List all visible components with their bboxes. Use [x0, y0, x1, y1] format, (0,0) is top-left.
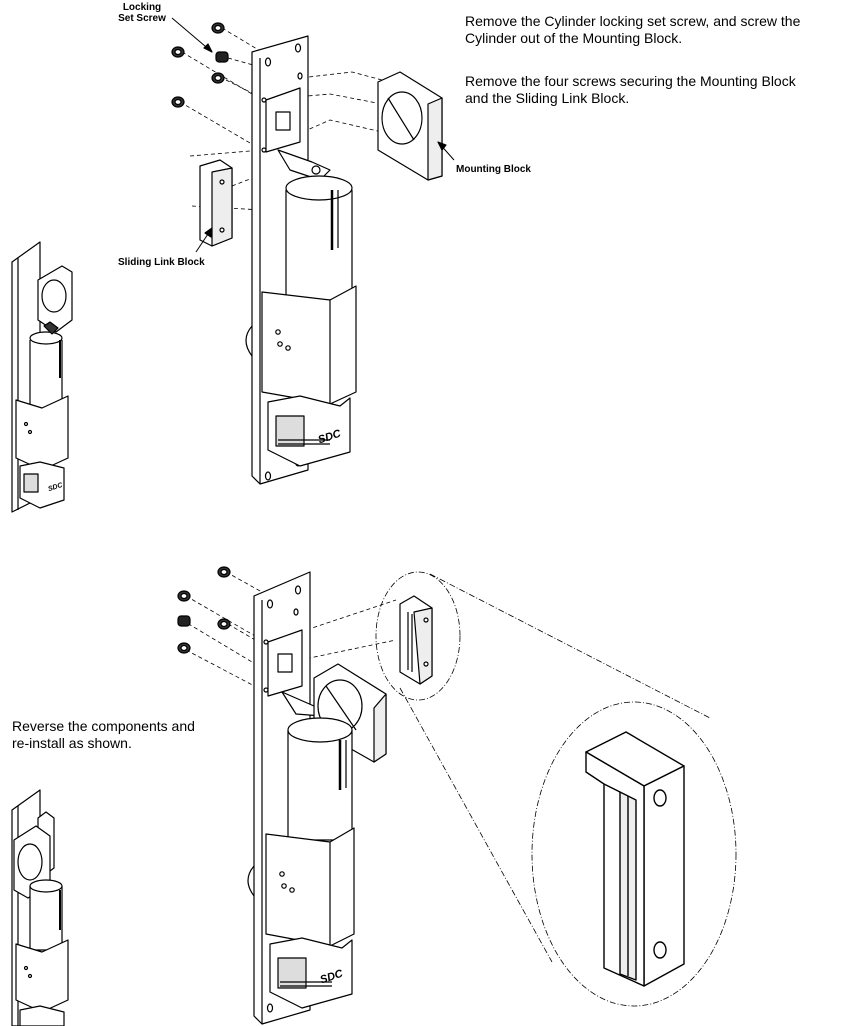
screw-icon [217, 566, 231, 578]
detail-callout-circle [375, 571, 461, 701]
bottom-screws [177, 566, 231, 654]
screw-icon [211, 22, 225, 34]
instruction-step-2-line-1: Remove the four screws securing the Moun… [465, 73, 796, 89]
sliding-link-block-small [399, 595, 433, 685]
label-locking-set-screw: Locking Set Screw [118, 2, 166, 24]
cylinder-base-block [261, 285, 357, 405]
label-mounting-block: Mounting Block [456, 164, 531, 175]
sliding-link-block-enlarged [585, 731, 685, 987]
top-screws [171, 22, 229, 108]
link-bracket [267, 629, 323, 717]
plate-mount-lug [247, 865, 255, 897]
detail-enlargement-circle [531, 701, 737, 1007]
instruction-step-1-line-2: Cylinder out of the Mounting Block. [465, 30, 683, 46]
instruction-step-2-line-2: and the Sliding Link Block. [465, 90, 630, 106]
cylinder-base-block [265, 827, 355, 947]
locking-set-screw-icon [177, 615, 191, 627]
screw-icon [217, 618, 231, 630]
screw-icon [171, 96, 185, 108]
label-sliding-link-block: Sliding Link Block [118, 257, 205, 268]
lower-housing [267, 395, 351, 467]
callout-leaders [171, 17, 455, 253]
instruction-step-3-line-1: Reverse the components and [12, 718, 195, 734]
screw-icon [211, 72, 225, 84]
sliding-link-block [199, 159, 233, 247]
mounting-block [377, 71, 443, 181]
bottom-assembly [177, 566, 737, 1025]
top-left-thumbnail [11, 241, 73, 513]
screw-icon [171, 46, 185, 58]
bottom-left-thumbnail [11, 789, 69, 1026]
bottom-alignment-lines [181, 571, 397, 691]
screw-icon [177, 590, 191, 602]
cylinder [285, 175, 353, 301]
link-bracket [265, 87, 331, 181]
screw-icon [177, 642, 191, 654]
detail-leader-lines [399, 573, 711, 963]
instruction-step-3-line-2: re-install as shown. [12, 735, 132, 751]
top-assembly [171, 17, 455, 485]
plate-mount-lug [245, 325, 253, 357]
lower-housing [269, 937, 353, 1009]
locking-set-screw-icon [215, 51, 229, 63]
cylinder [287, 717, 353, 841]
instruction-step-1-line-1: Remove the Cylinder locking set screw, a… [465, 13, 801, 29]
